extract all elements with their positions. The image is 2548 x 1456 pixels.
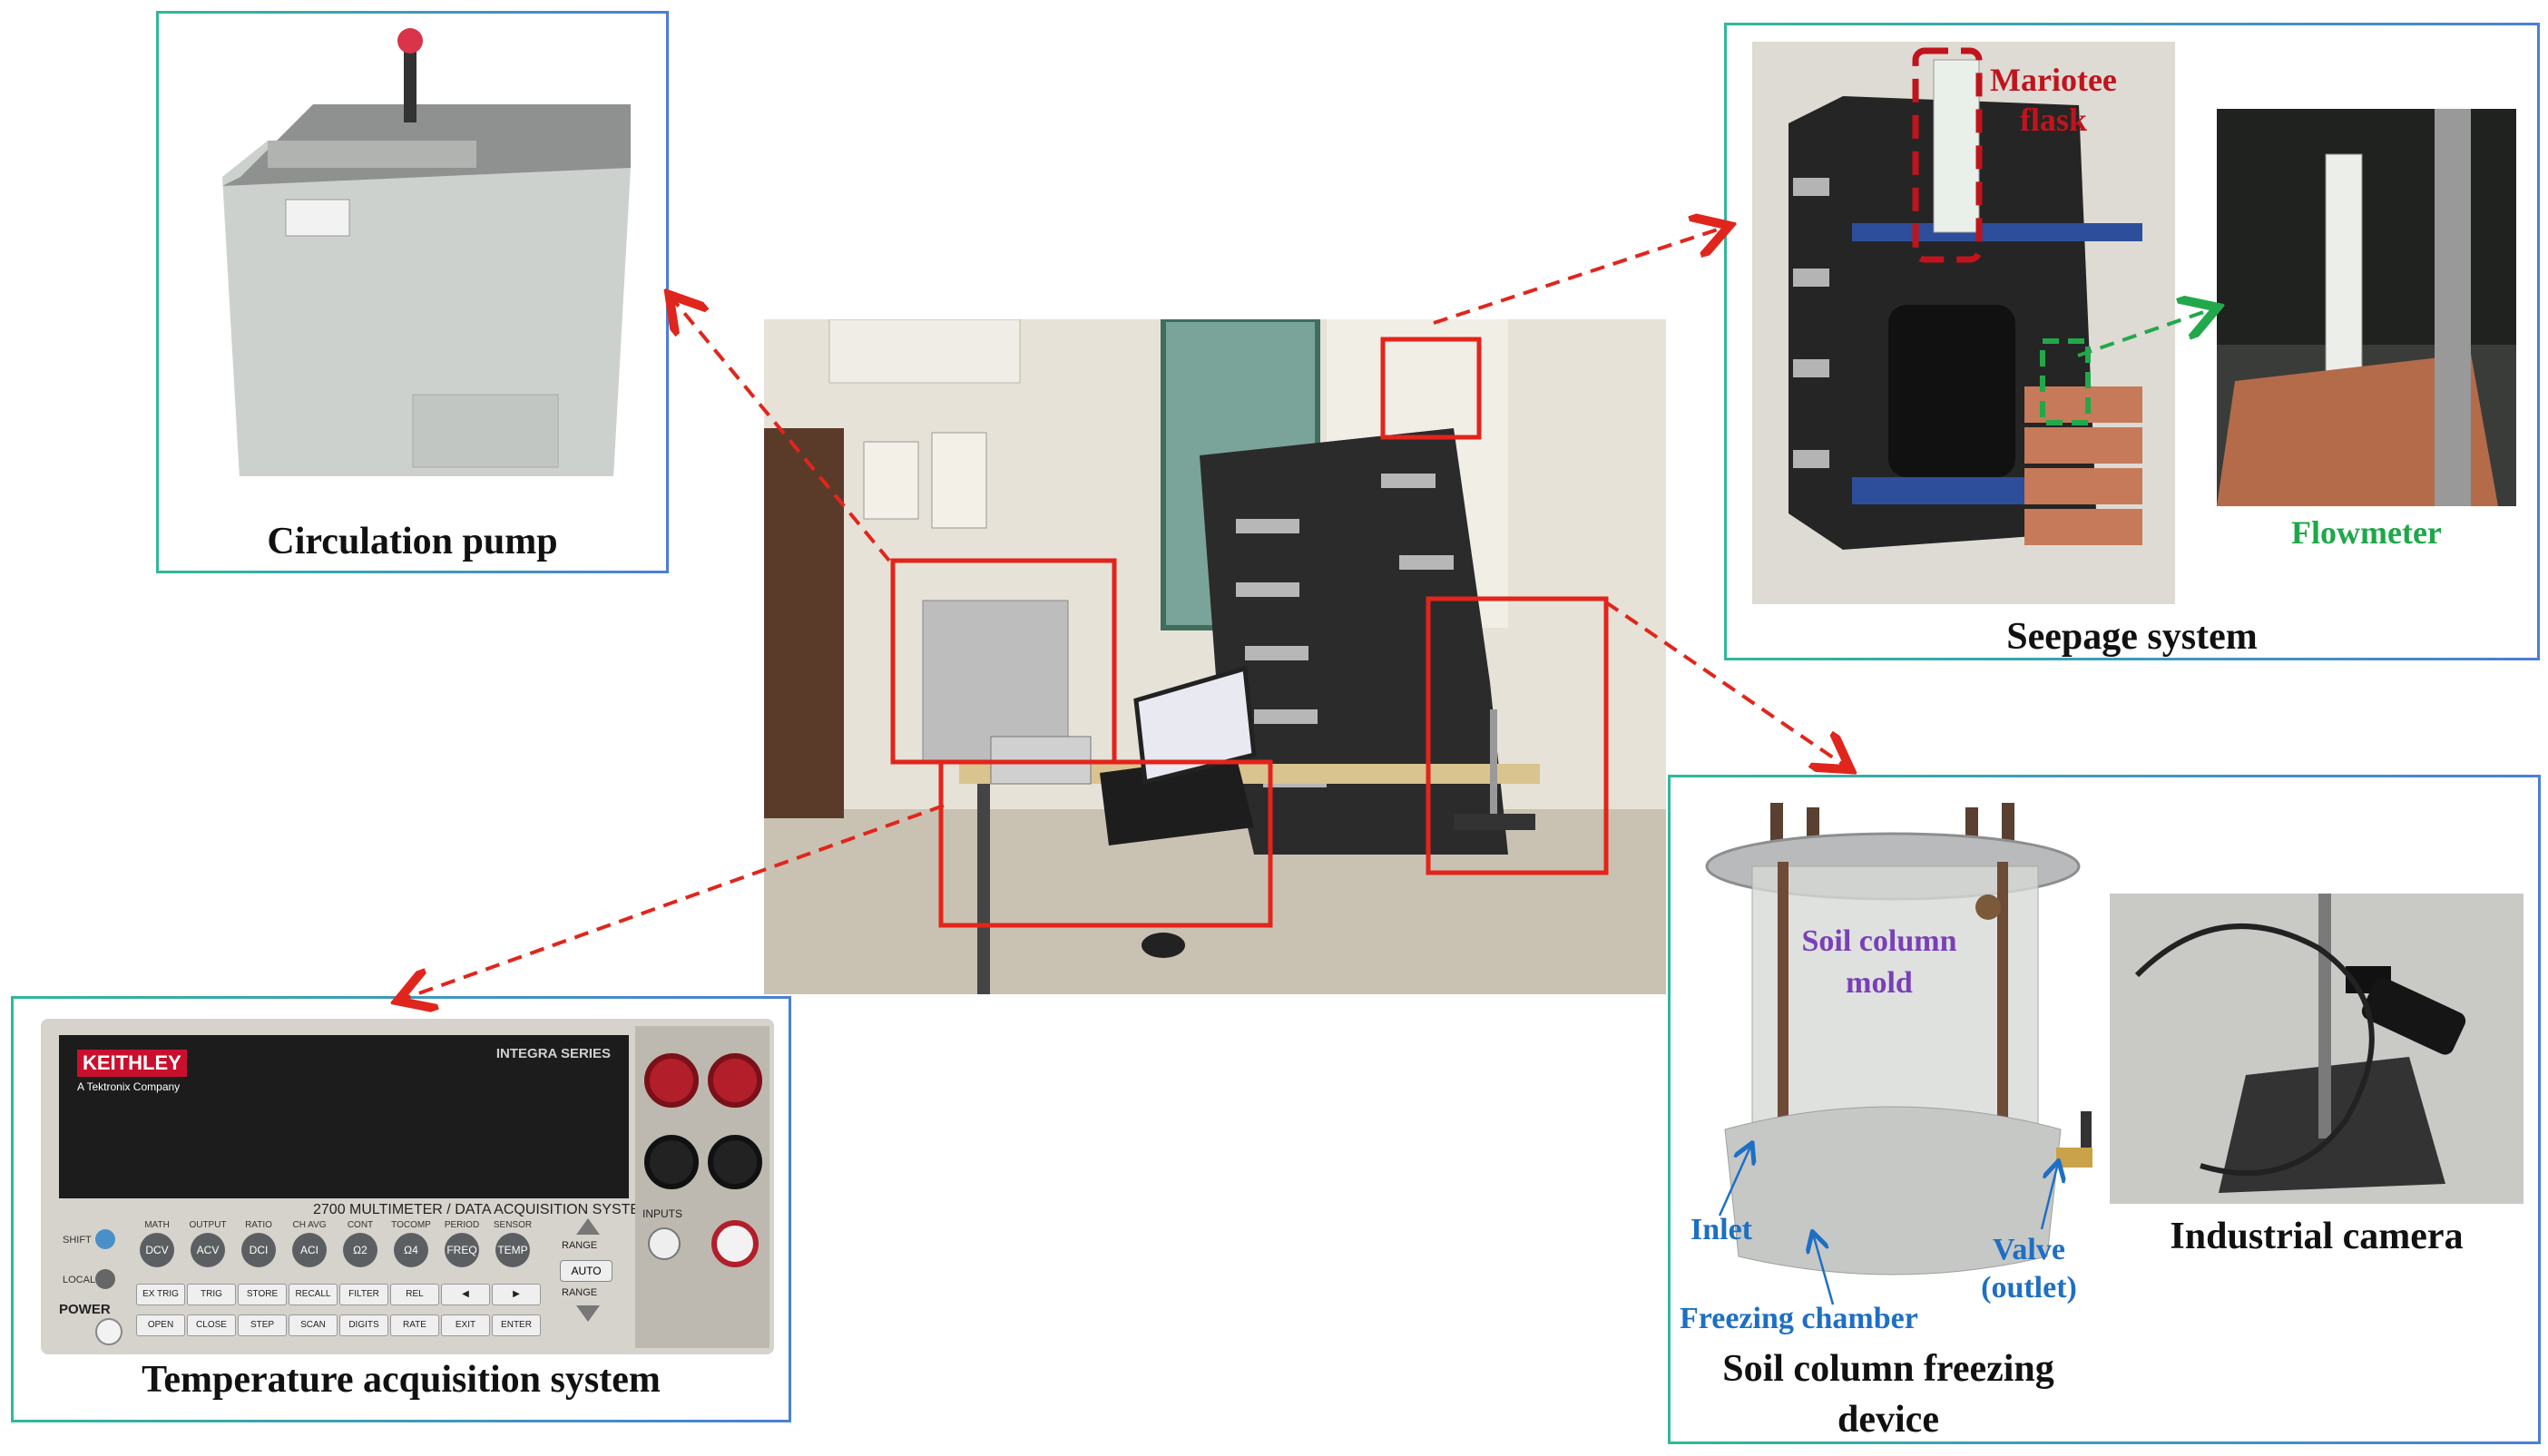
button-top-label: OUTPUT bbox=[189, 1220, 227, 1230]
key-button[interactable]: OPEN bbox=[136, 1314, 185, 1336]
brand-subtitle: A Tektronix Company bbox=[77, 1080, 181, 1093]
circulation-pump-illustration bbox=[159, 14, 666, 476]
key-button[interactable]: FILTER bbox=[339, 1284, 388, 1305]
auto-button[interactable]: AUTO bbox=[560, 1260, 612, 1282]
button-top-label: MATH bbox=[144, 1220, 170, 1230]
flowmeter-illustration bbox=[2217, 109, 2516, 506]
arrow-to-soil-column bbox=[1604, 601, 1847, 767]
range-down-icon[interactable] bbox=[576, 1305, 600, 1322]
function-button[interactable]: DCV bbox=[140, 1233, 174, 1267]
arrow-valve bbox=[2040, 1163, 2058, 1230]
industrial-camera-photo bbox=[2110, 894, 2524, 1204]
key-button[interactable]: DIGITS bbox=[339, 1314, 388, 1336]
amps-terminal[interactable] bbox=[711, 1220, 759, 1267]
multimeter-display: KEITHLEY A Tektronix Company INTEGRA SER… bbox=[59, 1035, 629, 1198]
key-button[interactable]: SCAN bbox=[289, 1314, 338, 1336]
arrow-inlet bbox=[1718, 1145, 1751, 1217]
highlight-box-soil-column bbox=[1426, 596, 1609, 875]
mariotte-flask-label: Mariotee flask bbox=[1990, 62, 2117, 138]
inputs-label: INPUTS bbox=[642, 1207, 683, 1220]
soil-column-mold-label: Soil column mold bbox=[1801, 924, 1957, 1000]
soil-column-device-caption: Soil column freezing device bbox=[1722, 1348, 2054, 1441]
terminal-panel: INPUTS bbox=[635, 1026, 769, 1348]
multimeter-front-panel: KEITHLEY A Tektronix Company INTEGRA SER… bbox=[41, 1019, 774, 1354]
industrial-camera-illustration bbox=[2110, 894, 2524, 1204]
button-top-label: CH AVG bbox=[292, 1220, 327, 1230]
button-top-label: PERIOD bbox=[444, 1220, 480, 1230]
temperature-acquisition-caption: Temperature acquisition system bbox=[142, 1359, 661, 1401]
arrow-to-seepage bbox=[1433, 227, 1726, 325]
flowmeter-label: Flowmeter bbox=[2291, 514, 2442, 551]
button-top-label: RATIO bbox=[245, 1220, 272, 1230]
inlet-label: Inlet bbox=[1690, 1213, 1752, 1246]
button-top-label: TOCOMP bbox=[391, 1220, 431, 1230]
arrow-to-pump bbox=[671, 298, 891, 562]
key-button[interactable]: EXIT bbox=[441, 1314, 490, 1336]
seepage-system-caption: Seepage system bbox=[2006, 616, 2258, 658]
button-top-label: SENSOR bbox=[493, 1220, 533, 1230]
power-button[interactable] bbox=[95, 1318, 122, 1345]
flowmeter-highlight bbox=[2040, 338, 2091, 425]
function-button[interactable]: DCI bbox=[241, 1233, 276, 1267]
key-button[interactable]: STORE bbox=[238, 1284, 287, 1305]
key-button[interactable]: ENTER bbox=[492, 1314, 541, 1336]
key-button[interactable]: STEP bbox=[238, 1314, 287, 1336]
input-hi-red-terminal-2[interactable] bbox=[708, 1053, 762, 1108]
seepage-illustration bbox=[1752, 42, 2175, 604]
arrow-freezing-chamber bbox=[1813, 1234, 1835, 1305]
range-up-icon[interactable] bbox=[576, 1218, 600, 1235]
flowmeter-photo bbox=[2217, 109, 2516, 506]
arrow-to-flowmeter bbox=[2077, 308, 2214, 357]
shift-label: SHIFT bbox=[63, 1235, 92, 1246]
industrial-camera-caption: Industrial camera bbox=[2170, 1216, 2464, 1257]
temperature-acquisition-panel: KEITHLEY A Tektronix Company INTEGRA SER… bbox=[11, 996, 791, 1422]
central-lab-illustration bbox=[764, 319, 1666, 994]
valve-outlet-label: Valve (outlet) bbox=[1981, 1233, 2077, 1305]
central-lab-photo bbox=[764, 319, 1666, 994]
brand-logo: KEITHLEY bbox=[77, 1050, 187, 1077]
local-label: LOCAL bbox=[63, 1275, 96, 1285]
function-button[interactable]: FREQ bbox=[445, 1233, 479, 1267]
input-lo-black-terminal[interactable] bbox=[644, 1135, 699, 1189]
key-button[interactable]: REL bbox=[390, 1284, 439, 1305]
function-button[interactable]: ACV bbox=[191, 1233, 225, 1267]
key-button[interactable]: CLOSE bbox=[187, 1314, 236, 1336]
mariotte-highlight bbox=[1912, 47, 1983, 263]
button-top-label: CONT bbox=[347, 1220, 374, 1230]
key-button[interactable]: EX TRIG bbox=[136, 1284, 185, 1305]
seepage-system-panel: Mariotee flask Flowmeter Seepage system bbox=[1724, 23, 2540, 660]
range-label-bottom: RANGE bbox=[562, 1287, 598, 1298]
key-button[interactable]: RECALL bbox=[289, 1284, 338, 1305]
freezing-chamber-label: Freezing chamber bbox=[1680, 1302, 1918, 1335]
function-button[interactable]: TEMP bbox=[495, 1233, 530, 1267]
input-lo-black-terminal-2[interactable] bbox=[708, 1135, 762, 1189]
key-button[interactable]: ▶ bbox=[492, 1284, 541, 1305]
circulation-pump-caption: Circulation pump bbox=[267, 521, 558, 562]
key-button[interactable]: RATE bbox=[390, 1314, 439, 1336]
function-button[interactable]: ACI bbox=[292, 1233, 327, 1267]
range-controls: RANGE AUTO RANGE bbox=[556, 1218, 620, 1345]
shift-button[interactable] bbox=[95, 1229, 115, 1249]
highlight-box-mariotte bbox=[1380, 337, 1482, 440]
model-label: 2700 MULTIMETER / DATA ACQUISITION SYSTE… bbox=[313, 1202, 652, 1217]
input-hi-red-terminal[interactable] bbox=[644, 1053, 699, 1108]
range-label-top: RANGE bbox=[562, 1240, 598, 1251]
key-button[interactable]: TRIG bbox=[187, 1284, 236, 1305]
series-label: INTEGRA SERIES bbox=[495, 1046, 611, 1061]
highlight-box-acquisition bbox=[938, 759, 1273, 928]
function-button[interactable]: Ω2 bbox=[343, 1233, 377, 1267]
circulation-pump-panel: Circulation pump bbox=[156, 11, 669, 573]
seepage-photo bbox=[1752, 42, 2175, 604]
function-button[interactable]: Ω4 bbox=[394, 1233, 428, 1267]
arrow-to-acquisition bbox=[401, 804, 945, 1000]
power-label: POWER bbox=[59, 1302, 111, 1317]
inputs-button[interactable] bbox=[648, 1227, 681, 1260]
key-button[interactable]: ◀ bbox=[441, 1284, 490, 1305]
local-button[interactable] bbox=[95, 1269, 115, 1289]
